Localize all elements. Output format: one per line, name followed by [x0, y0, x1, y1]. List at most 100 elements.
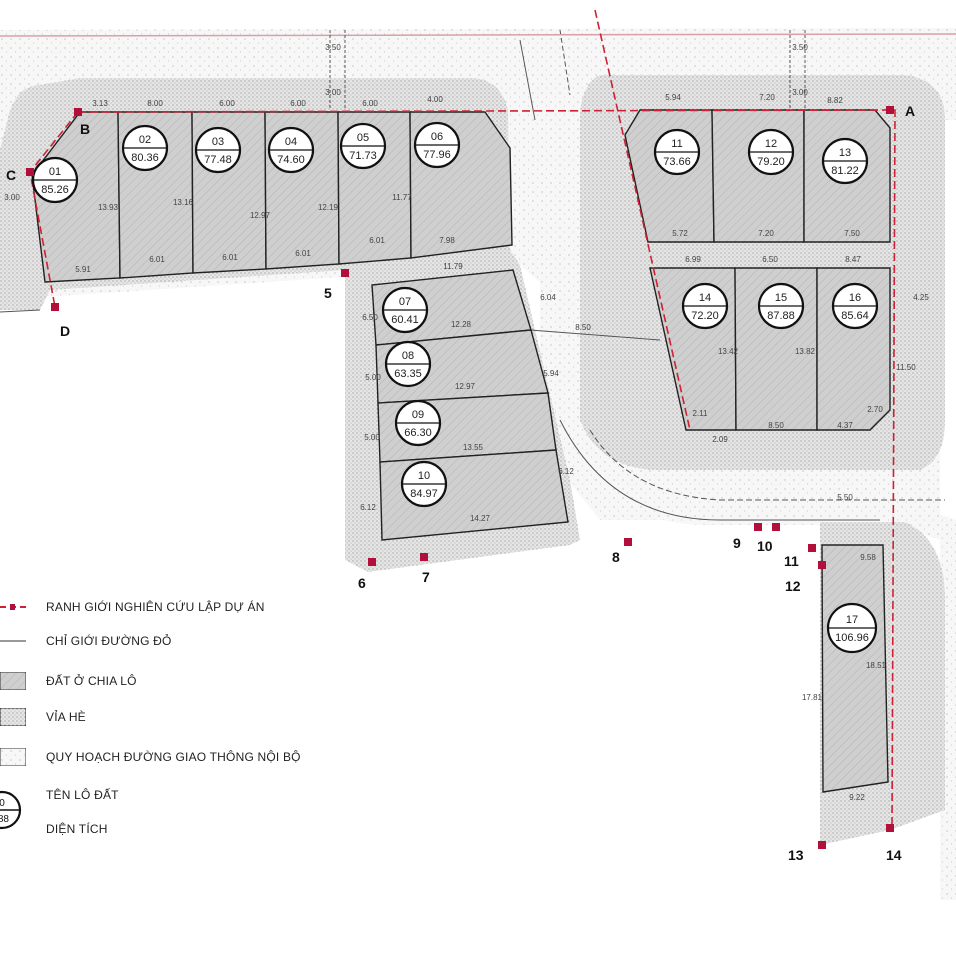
dimension-label: 6.04 [540, 293, 556, 302]
legend-label: DIỆN TÍCH [46, 822, 108, 836]
dimension-label: 5.94 [543, 369, 559, 378]
point-label: 13 [788, 847, 804, 863]
boundary-point-5[interactable]: 5 [324, 269, 349, 301]
point-marker [74, 108, 82, 116]
dimension-label: 17.81 [802, 693, 823, 702]
legend-label: TÊN LÔ ĐẤT [46, 788, 119, 802]
lot-area: 71.73 [349, 150, 377, 162]
lot-area: 73.66 [663, 156, 691, 168]
dimension-label: 6.99 [685, 255, 701, 264]
dimension-label: 12.19 [318, 203, 339, 212]
gray-hatch-icon [0, 672, 26, 690]
dimension-label: 13.93 [98, 203, 119, 212]
lot-area: 84.97 [410, 488, 438, 500]
boundary-point-10[interactable]: 10 [757, 523, 780, 554]
lot-area: 87.88 [767, 310, 795, 322]
dimension-label: 6.01 [222, 253, 238, 262]
lot-number: 04 [285, 136, 297, 148]
boundary-point-8[interactable]: 8 [612, 538, 632, 565]
dimension-label: 12.97 [455, 382, 476, 391]
boundary-point-13[interactable]: 13 [788, 841, 826, 863]
lot-area: 81.22 [831, 165, 859, 177]
lot-label-16[interactable]: 16 85.64 [831, 282, 879, 330]
point-marker [818, 841, 826, 849]
dimension-label: 3.13 [92, 99, 108, 108]
point-label: D [60, 323, 70, 339]
lot-label-15[interactable]: 15 87.88 [757, 282, 805, 330]
boundary-point-14[interactable]: 14 [886, 824, 902, 863]
legend-label: ĐẤT Ở CHIA LÔ [46, 674, 137, 688]
dimension-label: 2.11 [693, 409, 709, 418]
point-marker [886, 824, 894, 832]
dimension-label: 8.82 [827, 96, 843, 105]
dimension-label: 6.12 [360, 503, 376, 512]
lot-area: 63.35 [394, 368, 422, 380]
lot-number: 06 [431, 131, 443, 143]
dense-dots-icon [0, 708, 26, 726]
dimension-label: 6.01 [295, 249, 311, 258]
boundary-point-C[interactable]: C [6, 167, 34, 183]
dimension-label: 14.27 [470, 514, 491, 523]
lot-area: 85.64 [841, 310, 869, 322]
dimension-label: 6.00 [362, 99, 378, 108]
thin-line-icon [0, 640, 26, 642]
point-label: 14 [886, 847, 902, 863]
lot-area: 72.20 [691, 310, 719, 322]
dimension-label: 8.50 [575, 323, 591, 332]
lot-number: 09 [412, 409, 424, 421]
boundary-point-12[interactable]: 12 [785, 561, 826, 594]
dimension-label: 7.20 [758, 229, 774, 238]
point-label: A [905, 103, 915, 119]
boundary-point-A[interactable]: A [886, 103, 915, 119]
dimension-label: 6.50 [362, 313, 378, 322]
road-lines [0, 29, 956, 521]
boundary-point-6[interactable]: 6 [358, 558, 376, 591]
point-label: 11 [784, 553, 799, 569]
lot-area: 85.26 [41, 184, 69, 196]
dimension-label: 4.00 [427, 95, 443, 104]
lot-number: 03 [212, 136, 224, 148]
lot-area: 60.41 [391, 314, 419, 326]
sparse-dots-icon [0, 748, 26, 766]
boundary-point-B[interactable]: B [74, 108, 90, 137]
point-marker [754, 523, 762, 531]
dimension-label: 12.28 [451, 320, 472, 329]
boundary-point-9[interactable]: 9 [733, 523, 762, 551]
lot-number: 16 [849, 292, 861, 304]
point-marker [886, 106, 894, 114]
dimension-label: 6.01 [369, 236, 385, 245]
legend-label: CHỈ GIỚI ĐƯỜNG ĐỎ [46, 634, 172, 648]
point-label: 7 [422, 569, 430, 585]
legend-label: QUY HOẠCH ĐƯỜNG GIAO THÔNG NỘI BỘ [46, 750, 301, 764]
lot-number: 15 [775, 292, 787, 304]
dimension-label: 5.00 [365, 373, 381, 382]
boundary-point-11[interactable]: 11 [784, 544, 816, 569]
dimension-label: 5.50 [837, 493, 853, 502]
dimension-label: 12.97 [250, 211, 271, 220]
boundary-point-7[interactable]: 7 [420, 553, 430, 585]
dimension-label: 13.16 [173, 198, 194, 207]
legend: RANH GIỚI NGHIÊN CỨU LẬP DỰ ÁN CHỈ GIỚI … [0, 592, 420, 852]
dimension-label: 6.00 [219, 99, 235, 108]
point-label: 9 [733, 535, 741, 551]
dimension-label: 4.25 [913, 293, 929, 302]
point-marker [420, 553, 428, 561]
boundary-point-D[interactable]: D [51, 303, 70, 339]
legend-label: RANH GIỚI NGHIÊN CỨU LẬP DỰ ÁN [46, 600, 265, 614]
point-marker [26, 168, 34, 176]
